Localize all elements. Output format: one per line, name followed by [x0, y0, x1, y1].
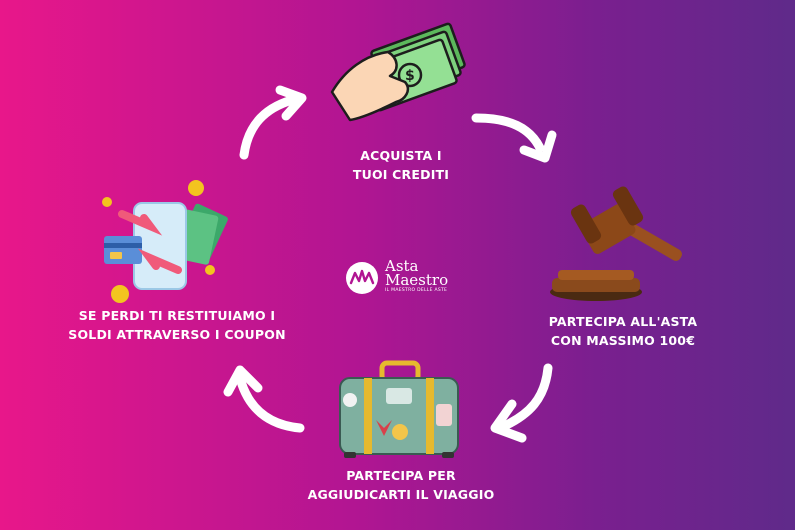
- step-refund-label: SE PERDI TI RESTITUIAMO I SOLDI ATTRAVER…: [62, 306, 292, 344]
- suitcase-icon: [339, 360, 459, 458]
- step-auction-label: PARTECIPA ALL'ASTA CON MASSIMO 100€: [548, 312, 698, 350]
- step-buy-label: ACQUISTA I TUOI CREDITI: [336, 146, 466, 184]
- svg-text:$: $: [405, 68, 415, 84]
- step-trip-line2: AGGIUDICARTI IL VIAGGIO: [307, 487, 495, 502]
- asta-maestro-logo: Asta Maestro IL MAESTRO DELLE ASTE: [345, 259, 465, 299]
- logo-line1: Asta: [385, 257, 419, 275]
- step-auction-line1: PARTECIPA ALL'ASTA: [548, 314, 698, 329]
- step-buy-line2: TUOI CREDITI: [352, 167, 450, 182]
- step-trip-line1: PARTECIPA PER: [346, 468, 456, 483]
- cash-in-hand-icon: $: [330, 22, 466, 122]
- gavel-icon: [550, 186, 682, 301]
- step-buy-line1: ACQUISTA I: [360, 148, 442, 163]
- logo-tagline: IL MAESTRO DELLE ASTE: [385, 288, 448, 293]
- logo-mark-icon: [346, 262, 378, 294]
- phone-refund-icon: [102, 180, 228, 303]
- arrow-bottom-right-icon: [490, 363, 553, 443]
- logo-line2: Maestro: [385, 271, 449, 289]
- step-refund-line1: SE PERDI TI RESTITUIAMO I: [78, 308, 276, 323]
- step-auction-line2: CON MASSIMO 100€: [550, 333, 696, 348]
- logo-wordmark: Asta Maestro: [385, 257, 449, 289]
- step-refund-line2: SOLDI ATTRAVERSO I COUPON: [68, 327, 286, 342]
- step-trip-label: PARTECIPA PER AGGIUDICARTI IL VIAGGIO: [306, 466, 496, 504]
- arrow-top-left-icon: [239, 85, 307, 160]
- arrow-top-right-icon: [471, 113, 557, 163]
- arrow-bottom-left-icon: [223, 365, 305, 433]
